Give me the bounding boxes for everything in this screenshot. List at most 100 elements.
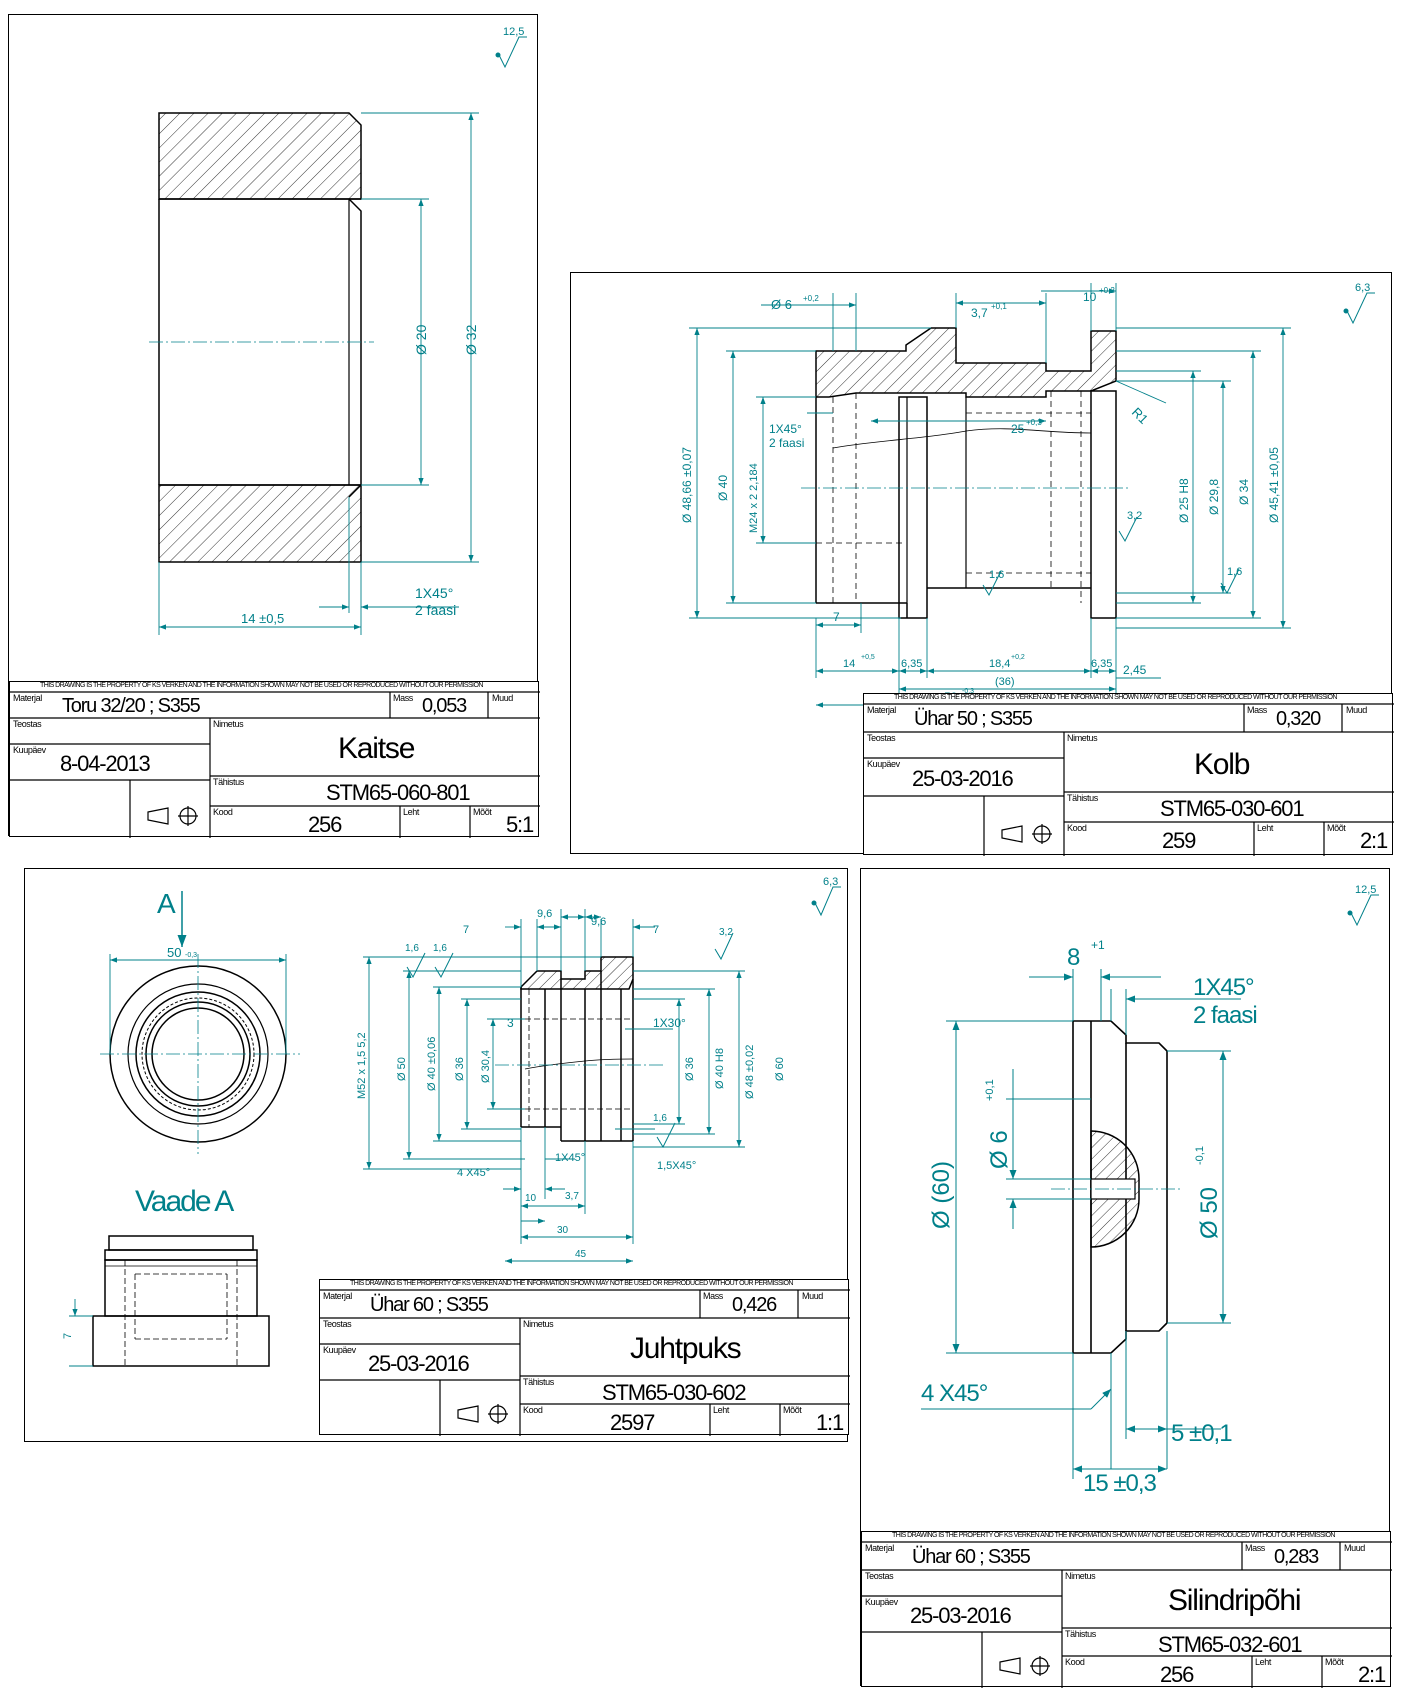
label-moot: Mõõt [473, 807, 492, 817]
mass-value: 0,320 [1276, 708, 1321, 730]
dim-l45: 45 [575, 1249, 587, 1260]
label-muud: Muud [492, 693, 513, 703]
dim-ch445: 4 X45° [921, 1380, 988, 1407]
dim-m52: M52 x 1,5 5,2 [356, 1032, 368, 1099]
label-teostas: Teostas [13, 719, 42, 729]
label-moot: Mõõt [1327, 823, 1346, 833]
label-nimetus: Nimetus [1067, 733, 1098, 743]
dim-ch145: 1X45° [555, 1152, 585, 1164]
dim-d6: Ø 6 [771, 297, 792, 312]
label-mass: Mass [1247, 705, 1267, 715]
roughness-value: 12,5 [1355, 884, 1376, 896]
dim-l10: 10 [1083, 290, 1097, 304]
label-material: Materjal [323, 1291, 352, 1301]
mass-value: 0,053 [422, 695, 467, 717]
title-block-juhtpuks: THIS DRAWING IS THE PROPERTY OF KS VERKE… [319, 1279, 850, 1436]
dim-l96b: 9,6 [591, 916, 606, 928]
dim-ch445: 4 X45° [457, 1167, 490, 1179]
dim-l184: 18,4 [989, 658, 1010, 670]
label-tahistus: Tähistus [213, 777, 244, 787]
label-teostas: Teostas [867, 733, 896, 743]
scale-value: 2:1 [1360, 828, 1388, 853]
dim-l8: 8 [1067, 944, 1080, 971]
date-value: 25-03-2016 [910, 1603, 1012, 1628]
dim-l7b: 7 [653, 924, 659, 936]
sheet-silindripohi: 8 +1 1X45° 2 faasi Ø (60) Ø 6 +0,1 Ø 50 … [860, 868, 1392, 1688]
code-value: 2597 [610, 1410, 655, 1435]
roughness-value: 12,5 [503, 26, 524, 38]
dim-r1: R1 [1129, 405, 1151, 427]
label-material: Materjal [865, 1543, 894, 1553]
roughness-16b: 1,6 [1227, 566, 1242, 578]
dim-d6-tol: +0,2 [803, 294, 819, 303]
projection-symbol-icon [999, 1656, 1050, 1676]
label-nimetus: Nimetus [523, 1319, 554, 1329]
projection-symbol-icon [457, 1404, 508, 1424]
view-a-drawing [92, 1235, 270, 1367]
date-value: 25-03-2016 [368, 1351, 470, 1376]
label-mass: Mass [703, 1291, 723, 1301]
label-kood: Kood [1067, 823, 1087, 833]
dim-view-l7: 7 [62, 1333, 74, 1339]
dim-l25-tol: +0,3 [1026, 418, 1042, 427]
dim-chamfer-count: 2 faasi [415, 602, 456, 618]
dim-length: 14 ±0,5 [241, 611, 284, 626]
label-tahistus: Tähistus [1067, 793, 1098, 803]
dim-n3: 3 [507, 1016, 514, 1030]
ownership-notice: THIS DRAWING IS THE PROPERTY OF KS VERKE… [894, 694, 1337, 701]
dim-chamfer-count: 2 faasi [769, 436, 804, 450]
roughness-32: 3,2 [719, 927, 733, 938]
label-kuupaev: Kuupäev [865, 1597, 898, 1607]
title-block-kaitse: THIS DRAWING IS THE PROPERTY OF KS VERKE… [9, 681, 540, 838]
roughness-value: 6,3 [823, 876, 838, 888]
material-value: Toru 32/20 ; S355 [62, 695, 201, 717]
date-value: 8-04-2013 [60, 751, 151, 776]
sheet-kolb: Ø 6 +0,2 3,7 +0,1 10 +0,2 Ø 48,66 ±0,07 … [570, 272, 1394, 856]
dim-d6: Ø 6 [986, 1130, 1013, 1169]
drawing-silindripohi: 8 +1 1X45° 2 faasi Ø (60) Ø 6 +0,1 Ø 50 … [921, 884, 1379, 1497]
view-a-label: A [157, 888, 176, 919]
dim-l15: 15 ±0,3 [1083, 1470, 1157, 1497]
scale-value: 2:1 [1358, 1662, 1386, 1687]
dim-chamfer: 1X45° [1193, 974, 1254, 1001]
dim-d40h8: Ø 40 H8 [714, 1048, 726, 1089]
dim-d50: Ø 50 [1196, 1187, 1223, 1239]
label-kood: Kood [523, 1405, 543, 1415]
label-moot: Mõõt [783, 1405, 802, 1415]
ownership-notice: THIS DRAWING IS THE PROPERTY OF KS VERKE… [40, 682, 483, 689]
roughness-16c: 1,6 [653, 1113, 667, 1124]
title-block-silindripohi: THIS DRAWING IS THE PROPERTY OF KS VERKE… [861, 1531, 1392, 1688]
part-name: Kolb [1194, 748, 1250, 781]
dim-d50-tol: -0,1 [1194, 1146, 1206, 1165]
label-nimetus: Nimetus [213, 719, 244, 729]
dim-l25: 25 [1011, 422, 1025, 436]
dim-l96a: 9,6 [537, 908, 552, 920]
dim-d50b: Ø 50 [396, 1057, 408, 1081]
part-name: Kaitse [338, 732, 415, 765]
dim-d40: Ø 40 [716, 475, 730, 501]
dim-l30: 30 [557, 1225, 569, 1236]
dim-l10: 10 [525, 1193, 537, 1204]
mass-value: 0,426 [732, 1294, 777, 1316]
designation-value: STM65-030-601 [1160, 796, 1305, 821]
material-value: Ühar 60 ; S355 [370, 1294, 489, 1316]
dim-l7: 7 [463, 924, 469, 936]
sheet-kaitse: Ø 20 Ø 32 14 ±0,5 1X45° 2 faasi 12,5 THI… [8, 14, 540, 838]
label-kuupaev: Kuupäev [13, 745, 46, 755]
label-nimetus: Nimetus [1065, 1571, 1096, 1581]
dim-d20: Ø 20 [413, 324, 429, 355]
label-leht: Leht [713, 1405, 729, 1415]
label-leht: Leht [1255, 1657, 1271, 1667]
label-kood: Kood [213, 807, 233, 817]
label-tahistus: Tähistus [523, 1377, 554, 1387]
part-name: Juhtpuks [630, 1332, 742, 1365]
code-value: 256 [1160, 1662, 1194, 1687]
dim-d36b: Ø 36 [684, 1057, 696, 1081]
ownership-notice: THIS DRAWING IS THE PROPERTY OF KS VERKE… [350, 1280, 793, 1287]
label-muud: Muud [802, 1291, 823, 1301]
roughness-16b: 1,6 [433, 943, 447, 954]
projection-symbol-icon [1001, 824, 1052, 844]
roughness-symbol-icon [495, 36, 527, 69]
label-teostas: Teostas [323, 1319, 352, 1329]
dim-l14: 14 [843, 658, 855, 670]
